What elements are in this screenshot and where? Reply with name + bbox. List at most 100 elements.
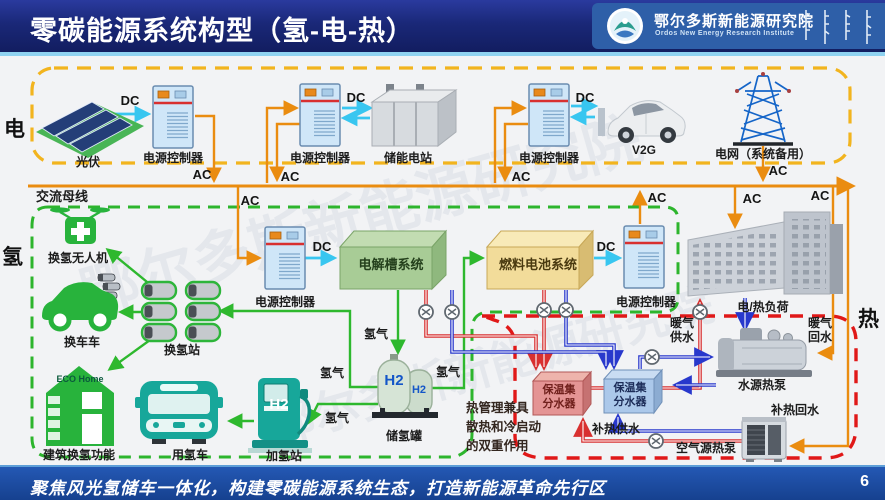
- manifold-box-icon: [531, 370, 593, 417]
- manifold-label: 保温集 分水器: [614, 382, 647, 410]
- h2-dispenser-icon: [248, 378, 312, 453]
- fuel-cell-label: 燃料电池系统: [498, 257, 578, 272]
- thermal-note-line3: 的双重作用: [466, 438, 529, 453]
- canister-rack-icon: [140, 280, 222, 343]
- grid-label: 电网（系统备用）: [714, 147, 812, 161]
- power-cabinet-icon: [622, 224, 666, 290]
- region-label-electric: 电: [4, 118, 25, 141]
- heating-return-line1: 暖气: [807, 316, 833, 330]
- dc-label: DC: [575, 90, 595, 105]
- water-heat-pump-icon: [716, 328, 812, 377]
- h2-tanks-icon: [372, 354, 438, 418]
- mongolian-script-icon: [805, 10, 872, 44]
- storage-label: 储能电站: [383, 151, 433, 165]
- wshp-label: 水源热泵: [737, 378, 787, 392]
- ac-label: AC: [511, 169, 531, 184]
- heating-supply-line2: 供水: [669, 329, 695, 344]
- power-cabinet-icon: [298, 82, 342, 148]
- bus-front-icon: [135, 381, 223, 444]
- ac-bus-label: 交流母线: [36, 189, 89, 204]
- v2g-label: V2G: [631, 143, 657, 157]
- ac-label: AC: [742, 191, 762, 206]
- footer-slogan: 聚焦风光氢储车一体化，构建零碳能源系统生态，打造新能源革命先行区: [30, 479, 606, 498]
- manifold-label: 保温集 分水器: [543, 384, 576, 412]
- controller-label: 电源控制器: [142, 151, 204, 165]
- dc-label: DC: [596, 239, 616, 254]
- air-heat-pump-icon: [741, 417, 787, 462]
- h2-text: H2: [411, 384, 427, 396]
- ac-label: AC: [810, 188, 830, 203]
- solar-pv-icon: [36, 101, 144, 158]
- thermal-note: 热管理兼具 散热和冷启动 的双重作用: [466, 399, 541, 455]
- ac-label: AC: [647, 190, 667, 205]
- swap-car-icon: [42, 273, 121, 332]
- region-label-heat: 热: [858, 308, 879, 331]
- manifold-box-icon: [602, 368, 664, 415]
- controller-label: 电源控制器: [518, 151, 580, 165]
- hydrogen-region-border: [30, 205, 680, 459]
- page-number: 6: [860, 473, 869, 490]
- swap-station-label: 换氢站: [163, 343, 201, 357]
- ac-label: AC: [280, 169, 300, 184]
- org-name-en: Ordos New Energy Research Institute: [655, 30, 795, 37]
- heating-return-label: 暖气 回水: [807, 316, 833, 345]
- building-label: 建筑换氢功能: [42, 448, 116, 462]
- drone-icon: [50, 207, 110, 244]
- org-name-cn: 鄂尔多斯新能源研究院: [654, 13, 815, 30]
- h2-vehicle-label: 用氢车: [171, 448, 209, 462]
- dc-label: DC: [346, 90, 366, 105]
- thermal-note-line2: 散热和冷启动: [466, 419, 542, 434]
- thermal-note-line1: 热管理兼具: [466, 401, 529, 415]
- controller-label: 电源控制器: [289, 151, 351, 165]
- ac-label: AC: [192, 167, 212, 182]
- manifold-line2: 分水器: [613, 395, 647, 408]
- h2-gas-label: 氢气: [319, 366, 345, 380]
- heat-region-border: [481, 314, 858, 460]
- power-cabinet-icon: [151, 84, 195, 150]
- footer-bar: 聚焦风光氢储车一体化，构建零碳能源系统生态，打造新能源革命先行区 6: [0, 465, 885, 500]
- hydrogen-lines: [105, 248, 486, 429]
- region-label-hydrogen: 氢: [2, 246, 23, 269]
- reheat-return-label: 补热回水: [770, 403, 820, 417]
- page-title: 零碳能源系统构型（氢-电-热）: [30, 16, 414, 46]
- h2-tank-label: 储氢罐: [385, 429, 423, 443]
- ordos-logo-icon: [607, 8, 643, 44]
- dc-label: DC: [312, 239, 332, 254]
- h2-text: H2: [269, 396, 289, 413]
- manifold-line2: 分水器: [542, 397, 576, 410]
- pv-label: 光伏: [75, 155, 101, 169]
- swap-car-label: 换车车: [63, 335, 101, 349]
- ac-label: AC: [768, 163, 788, 178]
- load-buildings-icon: [687, 211, 843, 297]
- drone-label: 换氢无人机: [47, 251, 109, 265]
- ashp-label: 空气源热泵: [675, 441, 737, 455]
- electrolyzer-box-icon: [338, 229, 448, 291]
- fuel-cell-box-icon: [485, 229, 595, 291]
- eco-home-label: ECO Home: [56, 374, 104, 384]
- heating-return-line2: 回水: [807, 329, 833, 344]
- ac-label: AC: [240, 193, 260, 208]
- ac-power-lines: [28, 100, 856, 454]
- battery-bank-icon: [370, 84, 458, 148]
- refuel-station-label: 加氢站: [265, 449, 303, 463]
- header-accent-strip: [0, 52, 885, 56]
- dc-label: DC: [120, 93, 140, 108]
- controller-label: 电源控制器: [615, 295, 677, 309]
- dc-lines: [108, 97, 623, 267]
- reheat-supply-label: 补热供水: [591, 422, 641, 436]
- manifold-line1: 保温集: [613, 382, 647, 394]
- heating-supply-line1: 暖气: [669, 316, 695, 330]
- load-label: 电/热负荷: [737, 300, 789, 314]
- electric-region-border: [30, 66, 852, 165]
- h2-gas-label: 氢气: [363, 327, 389, 341]
- header-bar: 零碳能源系统构型（氢-电-热） 鄂尔多斯新能源研究院 Ordos New Ene…: [0, 0, 885, 52]
- heating-supply-label: 暖气 供水: [669, 316, 695, 345]
- manifold-line1: 保温集: [542, 384, 576, 396]
- eco-house-icon: [46, 366, 114, 446]
- h2-gas-label: 氢气: [435, 365, 461, 379]
- return-water-pipes: [450, 290, 755, 433]
- ev-car-icon: [598, 100, 686, 143]
- electrolyzer-label: 电解槽系统: [358, 257, 424, 272]
